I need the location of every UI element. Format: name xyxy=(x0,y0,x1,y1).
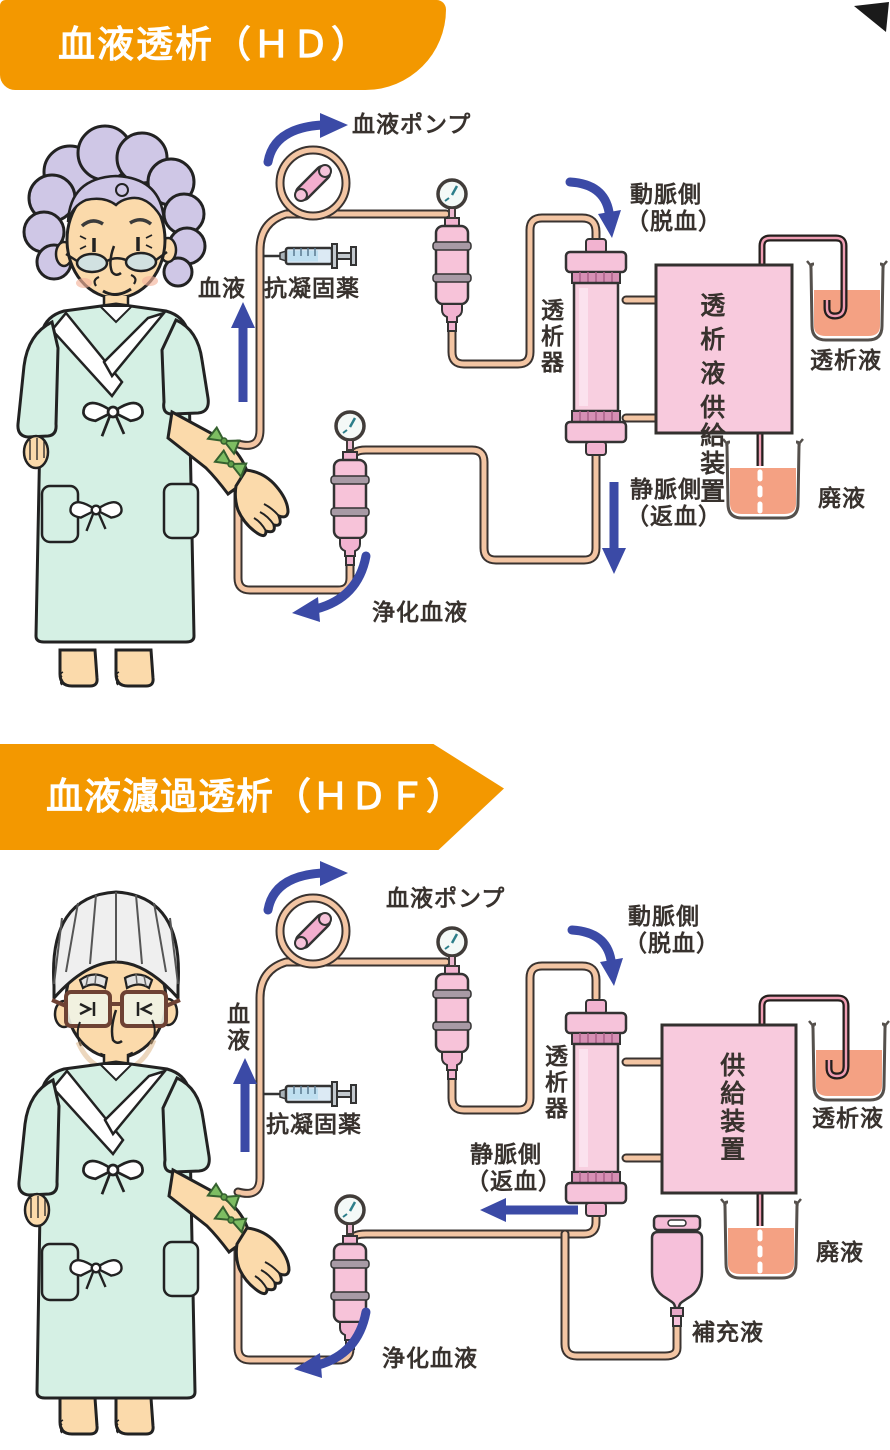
label-blood-hdf: 血液 xyxy=(222,1002,249,1054)
label-supply-col-right-hd: 透析液 xyxy=(696,292,726,394)
label-venous-hdf: 静脈側 xyxy=(470,1142,542,1168)
label-venous-sub-hd: （返血） xyxy=(626,504,722,530)
label-supply-device-hdf: 供給装置 xyxy=(716,1052,746,1164)
section-title-hd: 血液透析（ＨＤ） xyxy=(58,23,370,66)
label-anticoagulant-hdf: 抗凝固薬 xyxy=(266,1112,362,1138)
supply-device-hd xyxy=(654,263,794,435)
dialyzer-hd xyxy=(564,237,628,457)
pressure-gauge-venous-hdf xyxy=(334,1194,366,1236)
label-blood-pump-hd: 血液ポンプ xyxy=(352,112,472,138)
label-venous-sub-hdf: （返血） xyxy=(466,1169,562,1195)
arterial-chamber-hdf xyxy=(431,964,473,1081)
label-purified-blood-hd: 浄化血液 xyxy=(372,600,468,626)
venous-chamber-hd xyxy=(329,450,371,567)
pressure-gauge-venous-hd xyxy=(334,410,366,452)
label-waste-hd: 廃液 xyxy=(818,486,866,512)
label-replacement-fluid-hdf: 補充液 xyxy=(692,1320,764,1346)
section-title-hdf: 血液濾過透析（ＨＤＦ） xyxy=(46,775,464,818)
label-supply-device-hd: 透析液 供給装置 xyxy=(694,292,727,506)
supply-device-hdf xyxy=(660,1023,798,1195)
flow-arrows-hd xyxy=(231,113,626,622)
label-arterial-hdf: 動脈側 xyxy=(628,904,700,930)
flow-arrows-hdf xyxy=(233,861,623,1378)
label-anticoagulant-hd: 抗凝固薬 xyxy=(264,276,360,302)
corner-fold-icon xyxy=(854,2,889,32)
dialyzer-hdf xyxy=(564,998,628,1218)
label-dialyzer-hdf: 透析器 xyxy=(540,1044,567,1122)
anticoagulant-syringe-hd xyxy=(261,242,358,270)
label-blood-hd: 血液 xyxy=(198,276,246,302)
section-banner-hd: 血液透析（ＨＤ） xyxy=(0,0,446,90)
label-supply-col-left-hd: 供給装置 xyxy=(696,394,726,506)
label-arterial-hd: 動脈側 xyxy=(630,182,702,208)
hdf-circuit xyxy=(17,861,890,1436)
hd-circuit xyxy=(16,113,889,688)
arterial-chamber-hd xyxy=(431,216,473,333)
label-waste-hdf: 廃液 xyxy=(816,1240,864,1266)
label-dialysate-hd: 透析液 xyxy=(810,348,882,374)
blood-pump-hdf xyxy=(280,898,346,964)
patient-illustration-man xyxy=(17,890,291,1436)
label-dialyzer-hd: 透析器 xyxy=(536,298,563,376)
label-venous-hd: 静脈側 xyxy=(630,477,702,503)
blood-pump-hd xyxy=(280,150,346,216)
label-purified-blood-hdf: 浄化血液 xyxy=(382,1346,478,1372)
patient-illustration-woman xyxy=(16,124,290,688)
label-dialysate-hdf: 透析液 xyxy=(812,1106,884,1132)
replacement-fluid-bag xyxy=(650,1214,704,1327)
anticoagulant-syringe-hdf xyxy=(261,1080,358,1108)
section-banner-hdf: 血液濾過透析（ＨＤＦ） xyxy=(0,744,504,850)
label-arterial-sub-hdf: （脱血） xyxy=(624,931,720,957)
label-arterial-sub-hd: （脱血） xyxy=(626,209,722,235)
label-blood-pump-hdf: 血液ポンプ xyxy=(386,886,506,912)
